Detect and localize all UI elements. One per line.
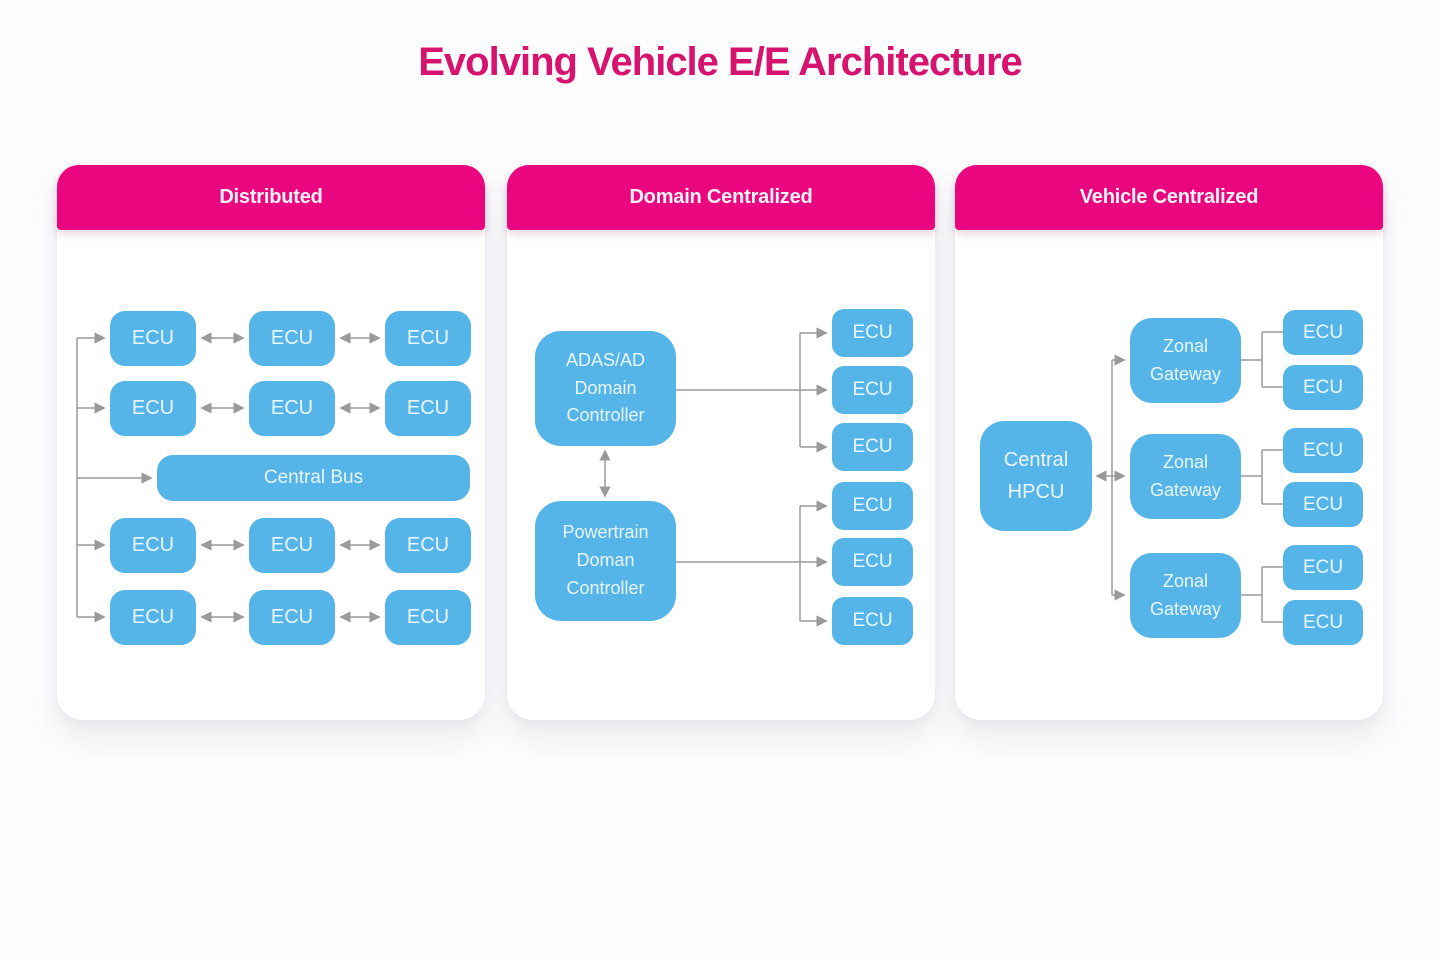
ecu-node: ECU xyxy=(110,381,196,436)
powertrain-domain-controller-node: Powertrain Doman Controller xyxy=(535,501,676,621)
adas-domain-controller-node: ADAS/AD Domain Controller xyxy=(535,331,676,446)
ecu-node: ECU xyxy=(832,482,913,530)
ecu-node: ECU xyxy=(832,309,913,357)
panel-distributed-header: Distributed xyxy=(57,165,485,230)
ecu-node: ECU xyxy=(385,381,471,436)
ecu-node: ECU xyxy=(1283,365,1363,410)
zonal-gateway-node: Zonal Gateway xyxy=(1130,553,1241,638)
central-hpcu-node: Central HPCU xyxy=(980,421,1092,531)
ecu-node: ECU xyxy=(832,597,913,645)
ecu-node: ECU xyxy=(110,518,196,573)
panel-distributed-title: Distributed xyxy=(219,186,323,208)
ecu-node: ECU xyxy=(385,590,471,645)
ecu-node: ECU xyxy=(249,518,335,573)
ecu-node: ECU xyxy=(1283,428,1363,473)
ecu-node: ECU xyxy=(385,518,471,573)
ecu-node: ECU xyxy=(1283,600,1363,645)
ecu-node: ECU xyxy=(110,311,196,366)
ecu-node: ECU xyxy=(249,590,335,645)
ecu-node: ECU xyxy=(832,538,913,586)
panel-domain-centralized-header: Domain Centralized xyxy=(507,165,935,230)
ecu-node: ECU xyxy=(1283,545,1363,590)
panel-domain-centralized-title: Domain Centralized xyxy=(629,186,813,208)
ecu-node: ECU xyxy=(1283,310,1363,355)
zonal-gateway-node: Zonal Gateway xyxy=(1130,318,1241,403)
ecu-node: ECU xyxy=(1283,482,1363,527)
panel-vehicle-centralized-title: Vehicle Centralized xyxy=(1079,186,1259,208)
ecu-node: ECU xyxy=(249,311,335,366)
ecu-node: ECU xyxy=(249,381,335,436)
zonal-gateway-node: Zonal Gateway xyxy=(1130,434,1241,519)
panel-vehicle-centralized-header: Vehicle Centralized xyxy=(955,165,1383,230)
ecu-node: ECU xyxy=(832,366,913,414)
ecu-node: ECU xyxy=(832,423,913,471)
central-bus-node: Central Bus xyxy=(157,455,470,501)
page-title: Evolving Vehicle E/E Architecture xyxy=(418,40,1023,84)
ecu-node: ECU xyxy=(110,590,196,645)
ecu-node: ECU xyxy=(385,311,471,366)
